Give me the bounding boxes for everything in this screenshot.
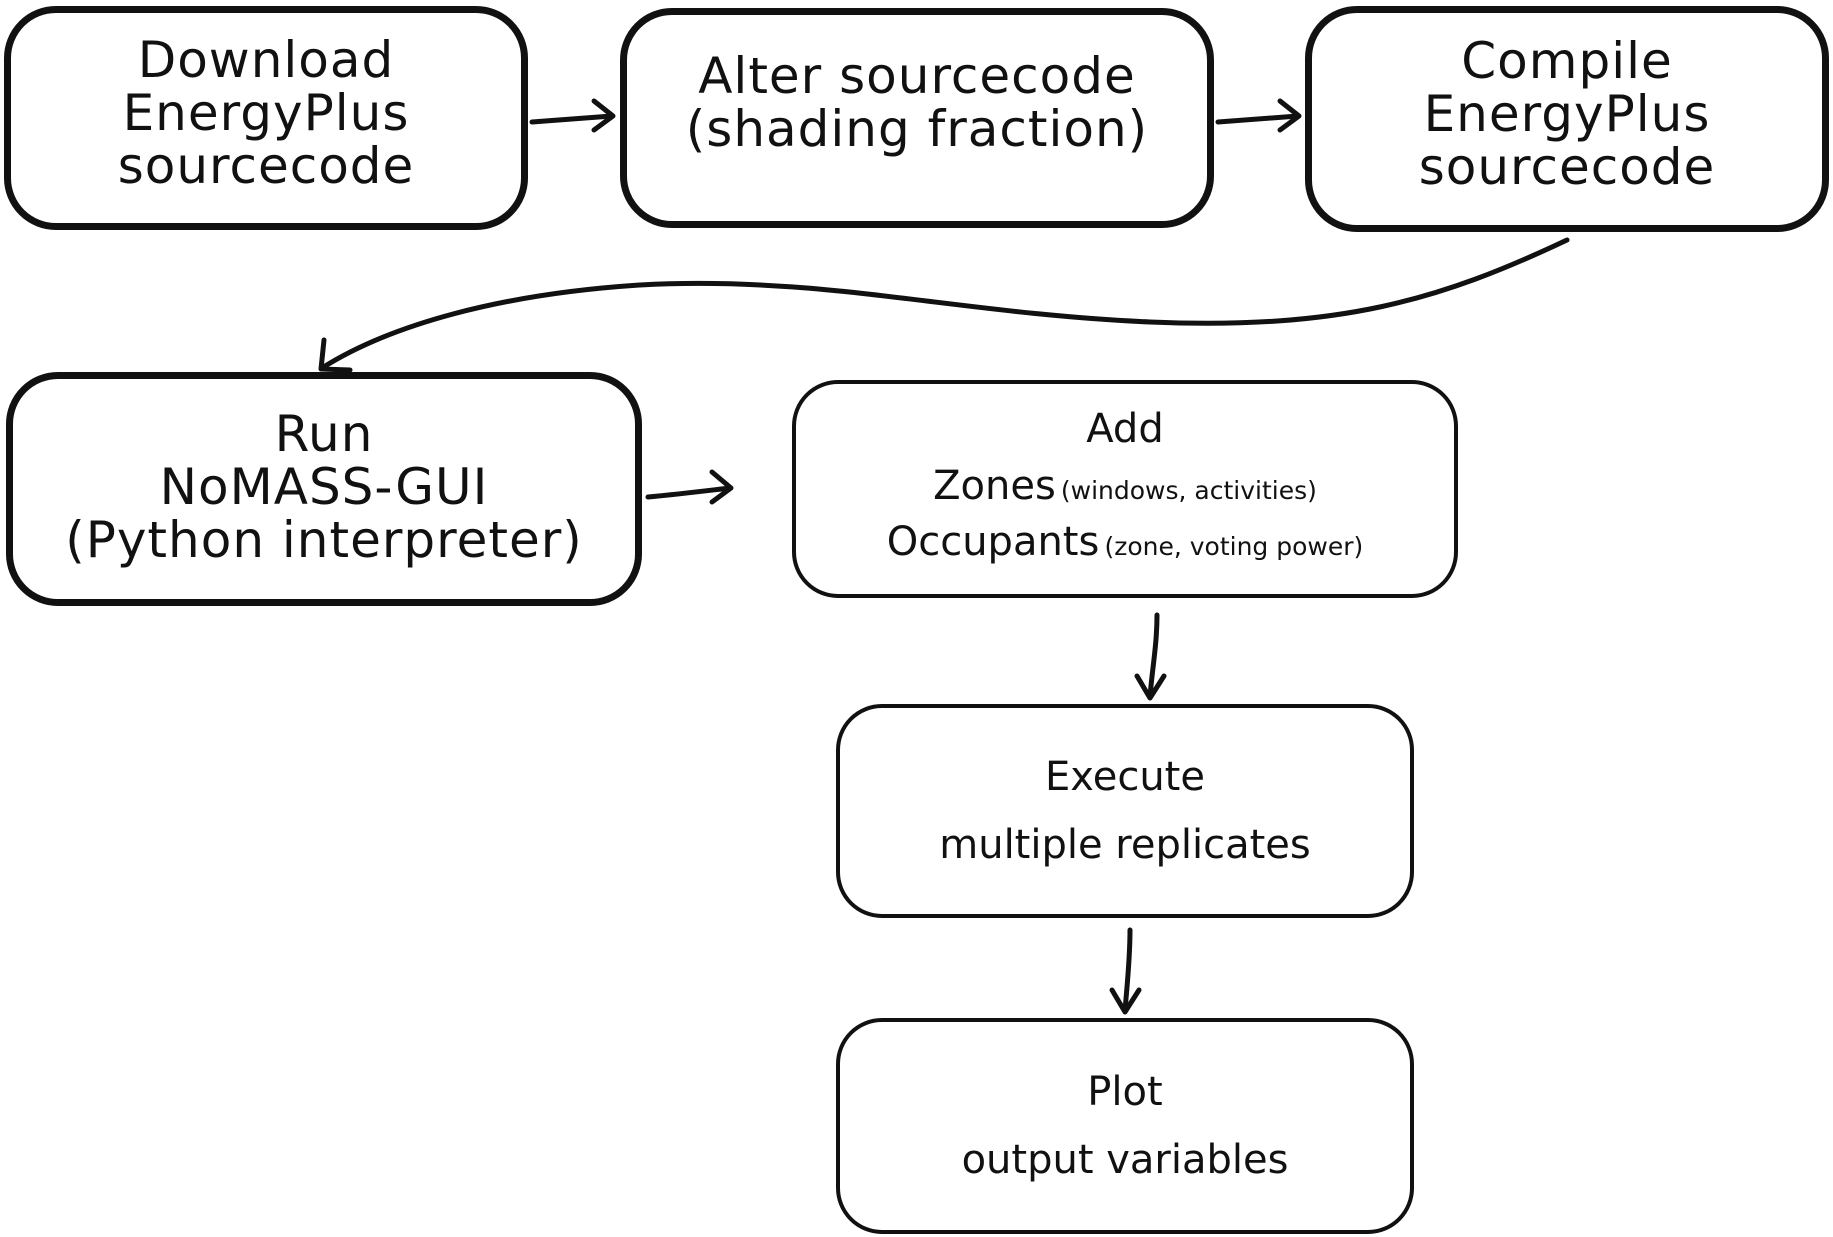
node-run-line-1: Run: [274, 404, 374, 463]
node-add-occupants-row: Occupants (zone, voting power): [887, 521, 1364, 563]
node-add-zones-row: Zones (windows, activities): [933, 465, 1317, 507]
arrowhead-run-to-add: [709, 469, 734, 505]
node-plot: Plot output variables: [836, 1018, 1414, 1234]
node-add-occupants-detail: (zone, voting power): [1104, 532, 1364, 562]
node-execute-line-1: Execute: [1045, 753, 1205, 800]
node-plot-line-1: Plot: [1087, 1068, 1163, 1115]
node-download-line-1: Download: [137, 30, 395, 89]
node-run-line-3: (Python interpreter): [65, 510, 583, 569]
node-download-line-3: sourcecode: [117, 136, 415, 195]
node-run: Run NoMASS-GUI (Python interpreter): [6, 372, 642, 606]
arrow-run-to-add: [645, 485, 733, 500]
node-compile-line-2: EnergyPlus: [1423, 84, 1711, 143]
arrow-execute-to-plot: [1122, 927, 1133, 1014]
arrowhead-add-to-execute: [1134, 673, 1167, 701]
node-add-zones-detail: (windows, activities): [1060, 475, 1317, 505]
arrowhead-compile-to-run: [318, 337, 353, 373]
arrow-add-to-execute: [1147, 612, 1160, 700]
node-add-occupants-label: Occupants: [886, 519, 1100, 566]
node-alter: Alter sourcecode (shading fraction): [620, 8, 1214, 228]
node-compile: Compile EnergyPlus sourcecode: [1305, 6, 1829, 232]
node-run-line-2: NoMASS-GUI: [159, 457, 489, 516]
arrow-alter-to-compile: [1215, 113, 1301, 125]
arrowhead-download-to-alter: [591, 98, 616, 133]
node-execute-line-2: multiple replicates: [939, 822, 1311, 868]
node-add-title: Add: [1086, 406, 1164, 453]
node-add-zones-label: Zones: [933, 462, 1056, 509]
node-download-line-2: EnergyPlus: [122, 83, 410, 142]
node-execute: Execute multiple replicates: [836, 704, 1414, 918]
node-download: Download EnergyPlus sourcecode: [4, 6, 528, 230]
node-compile-line-1: Compile: [1461, 31, 1673, 90]
node-alter-line-2: (shading fraction): [685, 100, 1149, 158]
arrow-compile-to-run: [319, 237, 1570, 371]
node-compile-line-3: sourcecode: [1418, 137, 1716, 196]
node-alter-line-1: Alter sourcecode: [698, 47, 1136, 105]
node-add: Add Zones (windows, activities) Occupant…: [792, 380, 1458, 598]
node-plot-line-2: output variables: [961, 1137, 1289, 1183]
arrow-download-to-alter: [529, 113, 615, 125]
arrowhead-execute-to-plot: [1109, 987, 1142, 1015]
arrowhead-alter-to-compile: [1277, 98, 1302, 133]
